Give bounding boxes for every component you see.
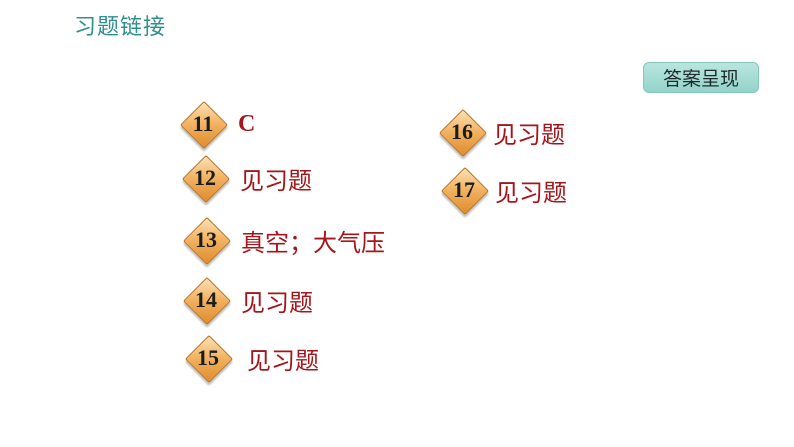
question-number-badge[interactable]: 17: [437, 163, 491, 217]
answer-text: 见习题: [493, 120, 565, 149]
question-number: 17: [453, 177, 475, 202]
question-number-badge[interactable]: 14: [179, 273, 233, 327]
question-number: 14: [195, 287, 217, 312]
question-number: 13: [195, 227, 217, 252]
answer-item-16: 16 见习题: [435, 105, 565, 159]
question-number-badge[interactable]: 11: [176, 97, 230, 151]
show-answers-button[interactable]: 答案呈现: [643, 62, 759, 93]
question-number: 15: [197, 345, 219, 370]
question-number: 16: [451, 119, 473, 144]
question-number: 12: [194, 165, 216, 190]
answer-item-13: 13 真空；大气压: [179, 213, 385, 267]
question-number-badge[interactable]: 12: [178, 151, 232, 205]
answer-text: 见习题: [247, 346, 319, 375]
answer-text: 真空；大气压: [241, 228, 385, 257]
answer-item-12: 12 见习题: [178, 151, 312, 205]
answer-text: 见习题: [495, 178, 567, 207]
question-number-badge[interactable]: 16: [435, 105, 489, 159]
answer-text: 见习题: [240, 166, 312, 195]
answer-text: 见习题: [241, 288, 313, 317]
answer-item-17: 17 见习题: [437, 163, 567, 217]
question-number: 11: [192, 111, 214, 136]
page-title: 习题链接: [74, 15, 167, 40]
answer-item-11: 11 C: [176, 97, 255, 151]
answer-text: C: [238, 110, 256, 137]
question-number-badge[interactable]: 15: [181, 331, 235, 385]
answer-item-14: 14 见习题: [179, 273, 313, 327]
question-number-badge[interactable]: 13: [179, 213, 233, 267]
answer-item-15: 15 见习题: [181, 331, 319, 385]
